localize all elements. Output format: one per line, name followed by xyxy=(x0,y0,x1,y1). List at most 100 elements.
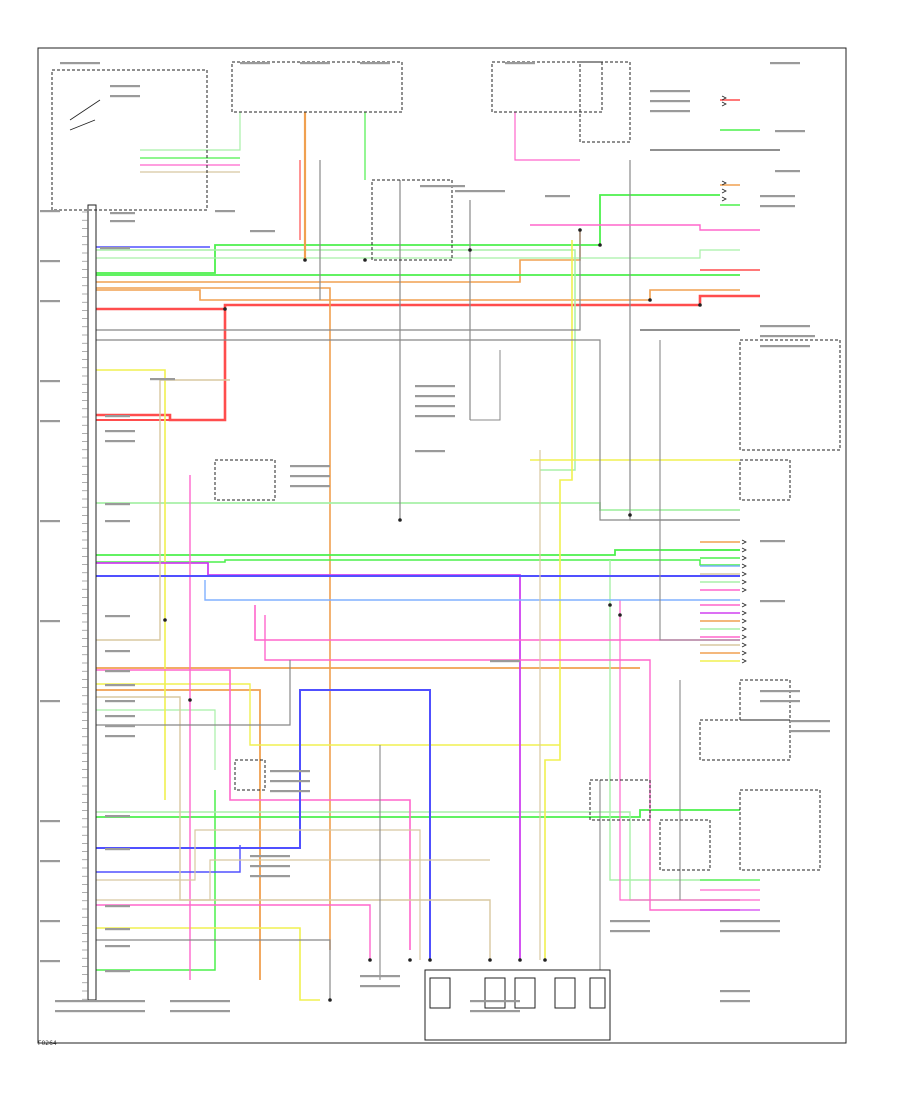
label-mark xyxy=(55,1000,145,1003)
wire xyxy=(96,927,320,1001)
label-mark xyxy=(790,720,830,723)
wire xyxy=(530,224,760,231)
connector-pin xyxy=(741,571,747,577)
solenoid-b xyxy=(484,977,506,1009)
label-mark xyxy=(760,700,800,703)
label-mark xyxy=(40,860,60,863)
label-mark xyxy=(105,503,130,506)
label-mark xyxy=(720,1000,750,1003)
label-mark xyxy=(105,905,130,908)
label-mark xyxy=(105,928,130,931)
label-mark xyxy=(105,848,130,851)
wire xyxy=(96,669,411,950)
label-mark xyxy=(105,815,130,818)
ecu-pin-strip xyxy=(87,204,97,1001)
label-mark xyxy=(760,325,810,328)
wire xyxy=(96,904,371,960)
wire xyxy=(96,194,720,274)
label-mark xyxy=(250,865,290,868)
diagram-code: F0264 xyxy=(38,1040,57,1047)
label-mark xyxy=(415,385,455,388)
wire-layer xyxy=(96,99,780,1001)
label-mark xyxy=(720,920,780,923)
fuse-box-top xyxy=(231,61,403,113)
connector-pin xyxy=(721,101,727,107)
label-mark xyxy=(215,210,235,213)
connector-pin xyxy=(721,196,727,202)
label-mark xyxy=(105,945,130,948)
solenoid-pack xyxy=(659,819,711,871)
label-mark xyxy=(775,170,800,173)
ignition-switch-box xyxy=(51,69,208,211)
connector-pin xyxy=(721,180,727,186)
shift-solenoid-box xyxy=(739,789,821,871)
junction-dot xyxy=(188,698,192,702)
diagram-frame xyxy=(37,47,847,1044)
junction-dot xyxy=(608,603,612,607)
range-switch-box xyxy=(214,459,276,501)
connector-pin xyxy=(741,658,747,664)
junction-dot xyxy=(648,298,652,302)
label-mark xyxy=(270,780,310,783)
junction-dot xyxy=(698,303,702,307)
wire xyxy=(96,502,740,511)
wire xyxy=(96,689,261,980)
junction-dot xyxy=(223,307,227,311)
wire xyxy=(96,287,331,950)
junction-dot xyxy=(303,258,307,262)
label-mark xyxy=(290,475,330,478)
label-mark xyxy=(105,520,130,523)
label-mark xyxy=(290,465,330,468)
label-mark xyxy=(545,195,570,198)
connector-pin xyxy=(741,618,747,624)
label-mark xyxy=(105,430,135,433)
connector-pin xyxy=(741,626,747,632)
label-mark xyxy=(415,395,455,398)
label-layer xyxy=(40,62,830,1013)
vss-box xyxy=(739,459,791,501)
wire xyxy=(96,660,291,726)
connector-pin xyxy=(721,95,727,101)
label-mark xyxy=(775,130,805,133)
label-mark xyxy=(170,1010,230,1013)
label-mark xyxy=(610,930,650,933)
overdrive-switch-box xyxy=(589,779,651,821)
label-mark xyxy=(150,378,175,381)
label-mark xyxy=(650,90,690,93)
label-mark xyxy=(760,540,785,543)
label-mark xyxy=(360,985,400,988)
wire xyxy=(96,249,740,259)
label-mark xyxy=(770,62,800,65)
junction-dot xyxy=(368,958,372,962)
junction-dot xyxy=(408,958,412,962)
junction-dot xyxy=(543,958,547,962)
label-mark xyxy=(760,600,785,603)
label-mark xyxy=(650,100,690,103)
label-mark xyxy=(40,820,60,823)
label-mark xyxy=(470,1010,520,1013)
wire xyxy=(96,294,760,311)
wire xyxy=(96,289,740,301)
connector-pin xyxy=(741,642,747,648)
starter-cut-relay xyxy=(371,179,453,261)
map-sensor-box xyxy=(699,719,791,761)
label-mark xyxy=(415,450,445,453)
wire xyxy=(629,160,740,521)
wire xyxy=(140,112,241,151)
label-mark xyxy=(110,85,140,88)
label-mark xyxy=(760,690,800,693)
label-mark xyxy=(40,960,60,963)
label-mark xyxy=(40,920,60,923)
label-mark xyxy=(40,380,60,383)
wire xyxy=(254,605,740,641)
label-mark xyxy=(270,770,310,773)
connector-pin xyxy=(721,188,727,194)
label-mark xyxy=(360,62,390,65)
label-mark xyxy=(170,1000,230,1003)
wire xyxy=(96,859,490,901)
label-mark xyxy=(105,650,130,653)
junction-dot xyxy=(578,228,582,232)
wire xyxy=(514,112,580,161)
solenoid-c xyxy=(514,977,536,1009)
label-mark xyxy=(290,485,330,488)
